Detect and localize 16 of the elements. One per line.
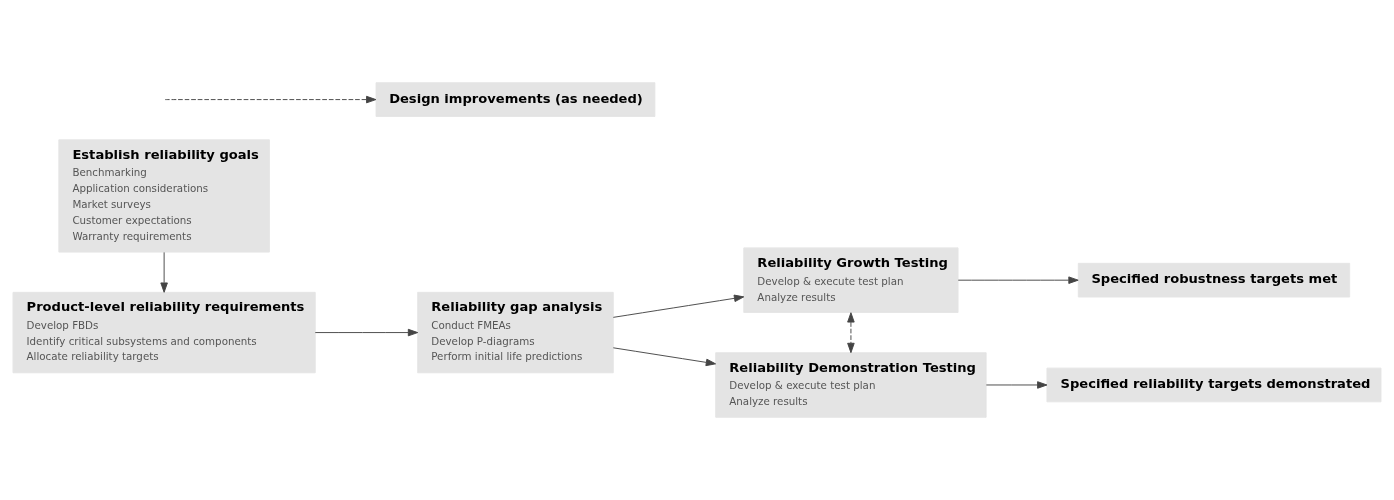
node-box: Establish reliability goals Benchmarking Application considerations Market surveys Customer expectations Warranty requirements (58, 139, 270, 253)
node-box: Specified reliability targets demonstrated (1046, 367, 1382, 403)
node-box: Reliability Demonstration Testing Develop & execute test plan Analyze results (715, 352, 987, 418)
arrow (985, 381, 1048, 389)
node-box: Reliability Growth Testing Develop & execute test plan Analyze results (743, 247, 959, 313)
arrow (847, 312, 855, 354)
arrow (957, 276, 1079, 284)
node-box: Product-level reliability requirements Develop FBDs Identify critical subsystems and components Allocate reliability targets (12, 291, 316, 374)
arrow (612, 294, 745, 318)
arrow (314, 328, 419, 337)
node-box: Design improvements (as needed) (375, 82, 656, 117)
arrow (164, 95, 377, 104)
arrow (160, 251, 168, 293)
node-box: Specified robustness targets met (1077, 262, 1351, 298)
node-box: Reliability gap analysis Conduct FMEAs Develop P-diagrams Perform initial life predictions (417, 291, 614, 374)
arrow (612, 347, 717, 367)
